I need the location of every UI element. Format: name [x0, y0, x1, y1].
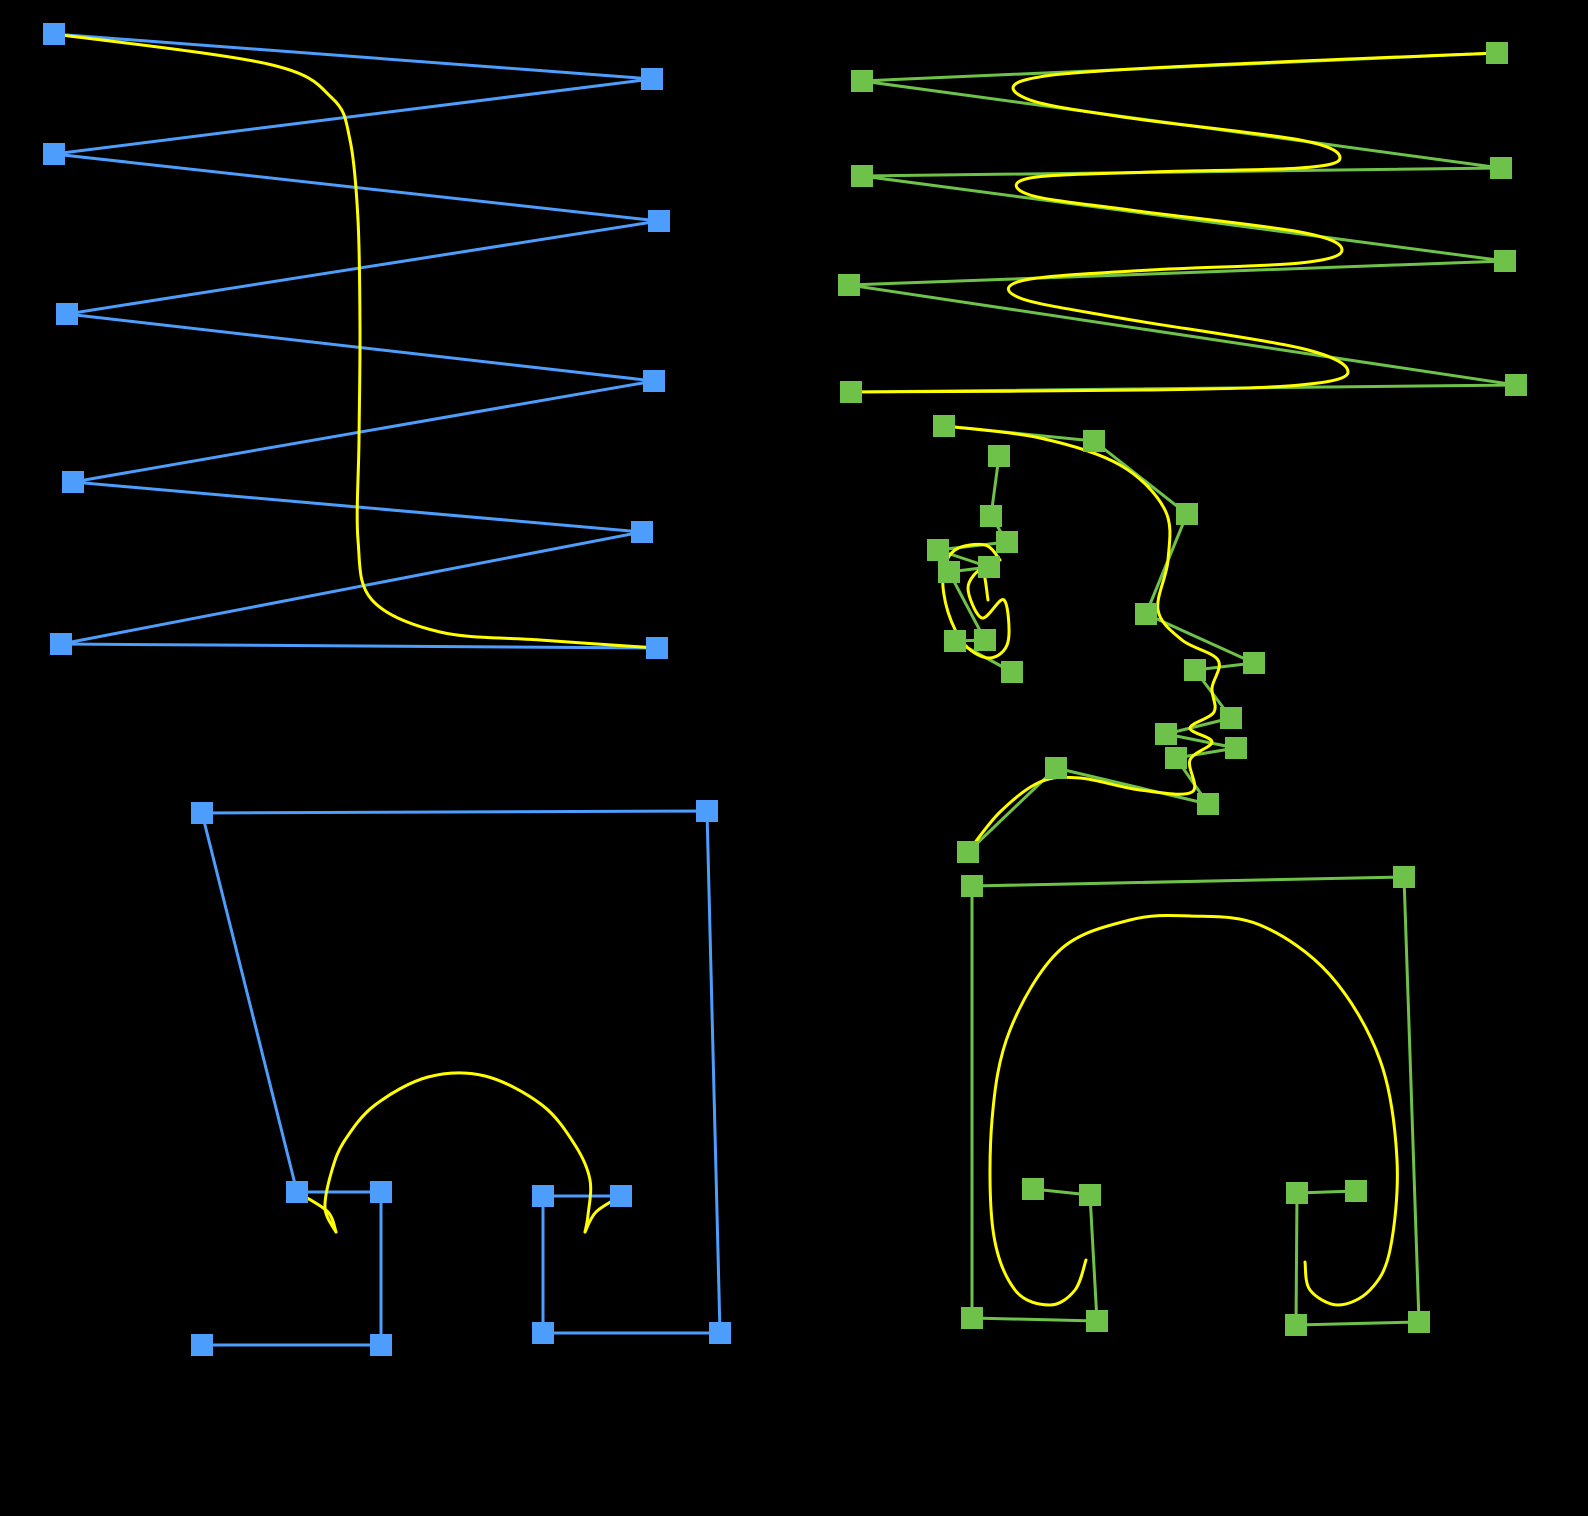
face-green-control-point-handle[interactable] [1243, 652, 1265, 674]
arch-green-curve [988, 913, 1399, 1307]
arch-blue-control-point-handle[interactable] [709, 1322, 731, 1344]
zigzag-blue-control-point-handle[interactable] [62, 471, 84, 493]
zigzag-blue-control-point-handle[interactable] [646, 637, 668, 659]
face-green-eye-control-point-handle[interactable] [996, 531, 1018, 553]
arch-green-control-point-handle[interactable] [1286, 1182, 1308, 1204]
arch-green-control-point-handle[interactable] [1285, 1314, 1307, 1336]
face-green-control-point-handle[interactable] [1083, 430, 1105, 452]
zigzag-green-control-point-handle[interactable] [840, 381, 862, 403]
face-green-eye-control-point-handle[interactable] [988, 445, 1010, 467]
zigzag-green-control-point-handle[interactable] [851, 165, 873, 187]
arch-green-control-point-handle[interactable] [1408, 1311, 1430, 1333]
face-green-control-point-handle[interactable] [1220, 707, 1242, 729]
arch-green-control-point-handle[interactable] [1022, 1178, 1044, 1200]
arch-blue-hook-left [300, 1193, 338, 1234]
zigzag-green-control-polygon [847, 51, 1518, 394]
face-green-control-point-handle[interactable] [1165, 747, 1187, 769]
arch-blue-control-point-handle[interactable] [370, 1334, 392, 1356]
arch-blue-control-polygon [200, 809, 722, 1347]
arch-green-control-point-handle[interactable] [1345, 1180, 1367, 1202]
zigzag-green-control-point-handle[interactable] [1505, 374, 1527, 396]
face-green-control-point-handle[interactable] [1225, 737, 1247, 759]
zigzag-green-control-point-handle[interactable] [1486, 42, 1508, 64]
face-green-control-point-handle[interactable] [933, 415, 955, 437]
arch-blue-control-point-handle[interactable] [191, 802, 213, 824]
face-green-control-point-handle[interactable] [1155, 723, 1177, 745]
arch-blue-control-point-handle[interactable] [532, 1322, 554, 1344]
face-green-eye-control-point-handle[interactable] [927, 539, 949, 561]
arch-blue-control-point-handle[interactable] [370, 1181, 392, 1203]
face-green-control-point-handle[interactable] [1184, 659, 1206, 681]
face-green-eye-control-point-handle[interactable] [1001, 661, 1023, 683]
zigzag-green-control-point-handle[interactable] [1494, 250, 1516, 272]
face-green-eye-control-point-handle[interactable] [978, 556, 1000, 578]
arch-blue-control-point-handle[interactable] [696, 800, 718, 822]
arch-green-control-point-handle[interactable] [961, 875, 983, 897]
face-green-eye-curve [941, 542, 1011, 660]
arch-green-control-point-handle[interactable] [1079, 1184, 1101, 1206]
arch-blue-curve [323, 1071, 593, 1234]
face-green-control-point-handle[interactable] [1197, 793, 1219, 815]
arch-blue-control-point-handle[interactable] [610, 1185, 632, 1207]
face-green-curve [942, 424, 1221, 854]
zigzag-blue-control-point-handle[interactable] [641, 68, 663, 90]
zigzag-blue-control-point-handle[interactable] [43, 23, 65, 45]
zigzag-blue-control-point-handle[interactable] [631, 521, 653, 543]
face-green-control-point-handle[interactable] [1135, 603, 1157, 625]
face-green-eye-control-point-handle[interactable] [980, 505, 1002, 527]
zigzag-blue-control-point-handle[interactable] [43, 143, 65, 165]
zigzag-green-curve [849, 51, 1499, 394]
arch-green-control-point-handle[interactable] [961, 1307, 983, 1329]
zigzag-green-control-point-handle[interactable] [851, 70, 873, 92]
curve-layer [52, 32, 1499, 1307]
arch-green-control-point-handle[interactable] [1086, 1310, 1108, 1332]
zigzag-blue-control-point-handle[interactable] [50, 633, 72, 655]
arch-blue-control-point-handle[interactable] [532, 1185, 554, 1207]
face-green-eye-control-point-handle[interactable] [974, 629, 996, 651]
arch-green-control-polygon [970, 875, 1421, 1327]
face-green-eye-control-point-handle[interactable] [938, 561, 960, 583]
face-green-control-point-handle[interactable] [957, 841, 979, 863]
zigzag-green-control-point-handle[interactable] [838, 274, 860, 296]
arch-blue-control-point-handle[interactable] [286, 1181, 308, 1203]
face-green-eye-control-point-handle[interactable] [944, 630, 966, 652]
zigzag-blue-control-point-handle[interactable] [648, 210, 670, 232]
face-green-control-point-handle[interactable] [1045, 757, 1067, 779]
arch-blue-control-point-handle[interactable] [191, 1334, 213, 1356]
face-green-control-point-handle[interactable] [1176, 503, 1198, 525]
zigzag-blue-curve [52, 32, 659, 650]
zigzag-blue-control-point-handle[interactable] [643, 370, 665, 392]
control-handle-layer[interactable] [43, 23, 1527, 1356]
zigzag-green-control-point-handle[interactable] [1490, 157, 1512, 179]
arch-green-control-point-handle[interactable] [1393, 866, 1415, 888]
zigzag-blue-control-point-handle[interactable] [56, 303, 78, 325]
